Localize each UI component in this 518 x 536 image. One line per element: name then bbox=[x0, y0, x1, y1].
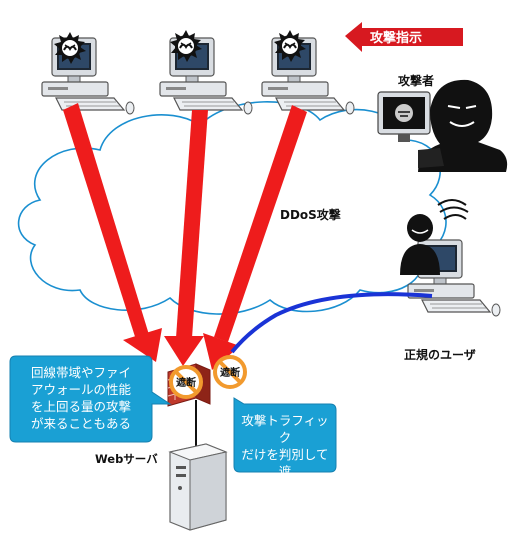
attack-instruction-label: 攻撃指示 bbox=[370, 30, 422, 46]
callout-left-text: 回線帯域やファイ アウォールの性能 を上回る量の攻撃 が来ることもある bbox=[12, 364, 150, 432]
callout-right-line: 断することは困難 bbox=[241, 481, 329, 513]
attacker-label: 攻撃者 bbox=[398, 74, 435, 88]
attack-arrow-2 bbox=[164, 110, 208, 366]
ddos-label: DDoS攻撃 bbox=[280, 208, 341, 222]
legit-user-label: 正規のユーザ bbox=[404, 348, 476, 362]
callout-left-line: 回線帯域やファイ bbox=[30, 365, 131, 380]
callout-right-line: 攻撃トラフィック bbox=[241, 413, 329, 445]
stop-badge-icon: 遮断 bbox=[213, 355, 247, 389]
attack-arrow-3 bbox=[203, 105, 307, 370]
zombie-pc-icon bbox=[159, 37, 253, 115]
user-person-icon bbox=[400, 199, 469, 275]
callout-left-box bbox=[9, 355, 172, 443]
server-icon bbox=[168, 400, 228, 531]
legit-traffic-line bbox=[230, 292, 433, 354]
callout-left-line: が来ることもある bbox=[30, 416, 131, 431]
attack-instruction-banner: 攻撃指示 bbox=[345, 22, 463, 52]
zombie-pc-icon bbox=[41, 37, 135, 115]
stop-badge-icon: 遮断 bbox=[169, 365, 203, 399]
callout-right-box bbox=[233, 397, 337, 473]
callout-right-text: 攻撃トラフィック だけを判別して遮 断することは困難 bbox=[236, 412, 334, 514]
web-server-label: Webサーバ bbox=[95, 452, 158, 466]
attacker-icon bbox=[377, 79, 508, 172]
callout-left-line: を上回る量の攻撃 bbox=[30, 399, 131, 414]
callout-left-line: アウォールの性能 bbox=[30, 382, 131, 397]
stop-badge-label: 遮断 bbox=[176, 376, 196, 389]
callout-right-line: だけを判別して遮 bbox=[241, 447, 329, 479]
stop-badge-label: 遮断 bbox=[220, 366, 240, 379]
attack-arrow-1 bbox=[63, 103, 162, 362]
